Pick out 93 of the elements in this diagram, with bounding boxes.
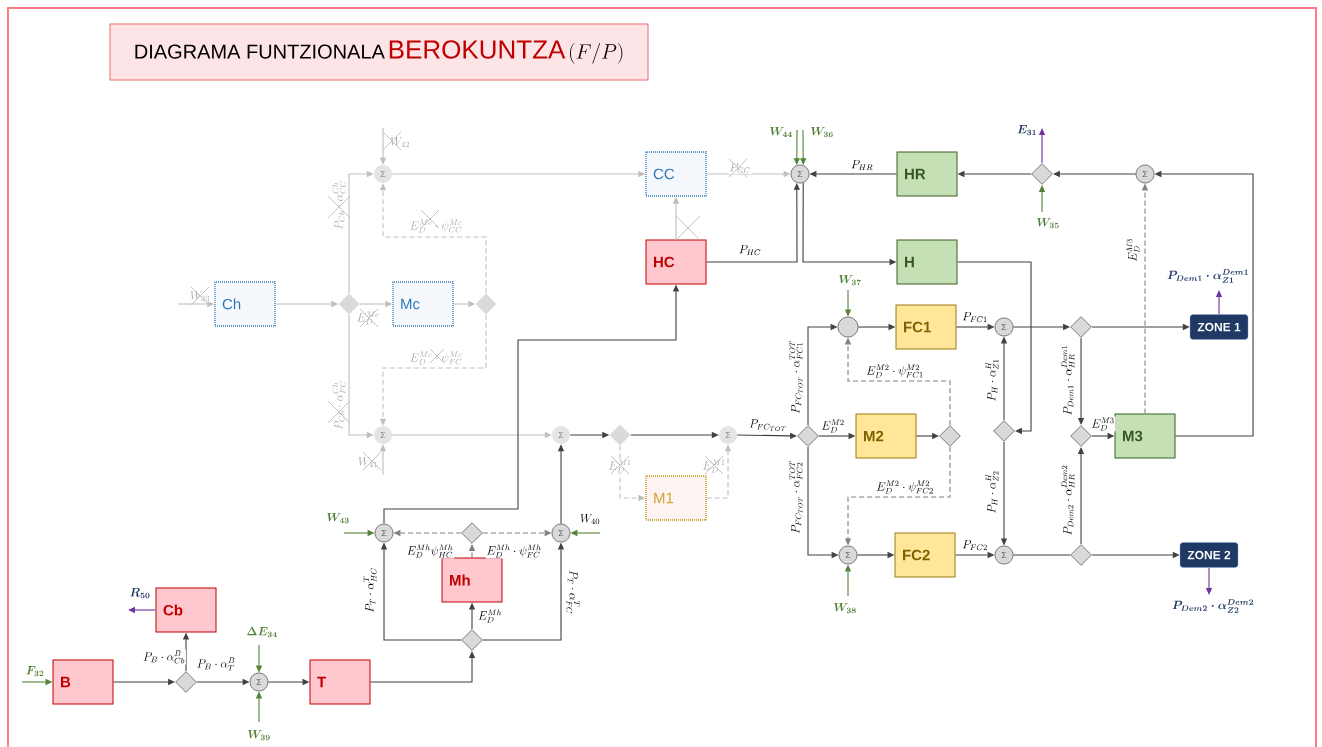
edge-label: $P_{HR}$ — [849, 159, 875, 171]
zone-box: ZONE 2 — [1179, 542, 1239, 568]
edge-label: $E_D^{M3}$ — [1125, 237, 1141, 263]
connector-line — [1012, 554, 1071, 556]
summing-junction: Σ — [790, 164, 810, 184]
edge-label: $W_{38}$ — [832, 602, 858, 614]
edge-label: $P_T\cdot\alpha_{FC}^{T}$ — [565, 569, 581, 615]
edge-label: $\Delta E_{34}$ — [245, 626, 279, 638]
summing-junction: Σ — [1135, 164, 1155, 184]
edge-label: $W_{35}$ — [1035, 217, 1061, 229]
edge-label: $E_D^{Mh}\cdot\psi_{FC}^{Mh}$ — [485, 543, 543, 559]
edge-label: $W_{44}$ — [768, 126, 794, 138]
edge-label: $P_{Ch}\cdot\alpha_{CC}^{Ch}$ — [331, 179, 347, 231]
edge-label: $P_T\cdot\alpha_{HC}^{T}$ — [362, 566, 378, 614]
branch-diamond — [939, 425, 961, 447]
process-box: Cb — [155, 587, 217, 633]
edge-label: $P_{Ch}\cdot\alpha_{FC}^{Ch}$ — [331, 379, 347, 431]
edge-label: $P_{Dem1}\cdot\alpha_{HR}^{Dem1}$ — [1060, 343, 1076, 417]
edge-label: $P_{CC}$ — [728, 162, 752, 174]
edge-label: $P_B\cdot\alpha_{Cb}^{B}$ — [142, 649, 186, 665]
branch-diamond — [1070, 316, 1092, 338]
process-box: H — [896, 239, 958, 285]
branch-diamond — [475, 293, 497, 315]
process-box: M3 — [1114, 413, 1176, 459]
process-box: B — [52, 659, 114, 705]
edge-label: $P_{FC2}$ — [961, 539, 989, 551]
edge-label: $E_D^{Mh}\psi_{HC}^{Mh}$ — [405, 543, 455, 559]
junction-circle — [837, 316, 859, 338]
edge-label: $W_{39}$ — [246, 729, 272, 742]
title-box: DIAGRAMA FUNTZIONALA BEROKUNTZA $(F/P)$ — [109, 23, 649, 81]
branch-diamond — [993, 420, 1015, 442]
edge-label: $E_D^{M2}\cdot\psi_{FC1}^{M2}$ — [865, 363, 925, 379]
process-box: Mh — [441, 557, 503, 603]
branch-diamond — [797, 425, 819, 447]
process-box: Ch — [214, 281, 276, 327]
edge-label: $E_D^{Mc}$ — [355, 310, 381, 326]
branch-diamond — [1031, 163, 1053, 185]
edge-label: $P_{FC_{TOT}}$ — [748, 418, 788, 432]
edge-label: $R_{50}$ — [128, 587, 152, 600]
branch-diamond — [175, 671, 197, 693]
process-box: CC — [645, 151, 707, 197]
edge-label: $E_D^{Mh}$ — [477, 608, 503, 624]
edge-label: $P_{Dem2}\cdot\alpha_{Z2}^{Dem2}$ — [1171, 598, 1256, 614]
edge-label: $P_{HC}$ — [737, 244, 763, 256]
process-box: FC2 — [894, 532, 956, 578]
edge-label: $P_{FC_{TOT}}\cdot\alpha_{FC2}^{TOT}$ — [788, 459, 804, 535]
summing-junction: Σ — [994, 545, 1014, 565]
edge-label: $E_D^{M1}$ — [701, 458, 727, 474]
summing-junction: Σ — [838, 545, 858, 565]
edge-label: $P_{Dem2}\cdot\alpha_{HR}^{Dem2}$ — [1060, 463, 1076, 537]
arrow — [956, 261, 1032, 435]
summing-junction: Σ — [249, 672, 269, 692]
edge-label: $W_{40}$ — [578, 513, 602, 525]
edge-label: $E_D^{M2}$ — [820, 418, 846, 434]
edge-label: $P_H\cdot\alpha_{Z2}^{H}$ — [984, 469, 1000, 515]
edge-label: $F_{32}$ — [24, 665, 46, 677]
edge-label: $W_{33}$ — [188, 290, 212, 302]
process-box: M1 — [645, 475, 707, 521]
branch-diamond — [461, 522, 483, 544]
edge-label: $E_D^{M2}\cdot\psi_{FC2}^{M2}$ — [875, 479, 935, 495]
edge-label: $E_D^{Mc}\cdot\psi_{CC}^{Mc}$ — [408, 218, 464, 234]
branch-diamond — [1070, 544, 1092, 566]
edge-label: $P_{Dem1}\cdot\alpha_{Z1}^{Dem1}$ — [1166, 268, 1251, 284]
edge-label: $W_{43}$ — [325, 512, 351, 524]
edge-label: $W_{37}$ — [837, 274, 863, 286]
branch-diamond — [1070, 425, 1092, 447]
process-box: M2 — [855, 413, 917, 459]
summing-junction: Σ — [374, 523, 394, 543]
summing-junction: Σ — [551, 523, 571, 543]
edge-label: $P_{FC_{TOT}}\cdot\alpha_{FC1}^{TOT}$ — [788, 339, 804, 415]
edge-label: $W_{42}$ — [388, 136, 412, 148]
summing-junction: Σ — [374, 165, 392, 183]
summing-junction: Σ — [374, 426, 392, 444]
edge-label: $E_{31}$ — [1016, 124, 1038, 136]
process-box: HC — [645, 239, 707, 285]
summing-junction: Σ — [719, 426, 737, 444]
branch-diamond — [609, 424, 631, 446]
summing-junction: Σ — [994, 317, 1014, 337]
process-box: T — [309, 659, 371, 705]
edge-label: $W_{36}$ — [809, 126, 835, 138]
edge-label: $W_{41}$ — [356, 456, 380, 468]
edge-label: $E_D^{Mc}\cdot\psi_{FC}^{Mc}$ — [408, 350, 464, 366]
process-box: FC1 — [895, 304, 957, 350]
branch-diamond — [461, 629, 483, 651]
process-box: HR — [896, 151, 958, 197]
process-box: Mc — [392, 281, 454, 327]
edge-label: $P_B\cdot\alpha_{T}^{B}$ — [195, 656, 237, 672]
edge-label: $E_D^{M3}$ — [1090, 416, 1116, 432]
edge-label: $P_H\cdot\alpha_{Z1}^{H}$ — [984, 357, 1000, 403]
zone-box: ZONE 1 — [1189, 314, 1249, 340]
summing-junction: Σ — [552, 426, 570, 444]
edge-label: $P_{FC1}$ — [961, 311, 989, 323]
edge-label: $E_D^{M1}$ — [607, 458, 633, 474]
